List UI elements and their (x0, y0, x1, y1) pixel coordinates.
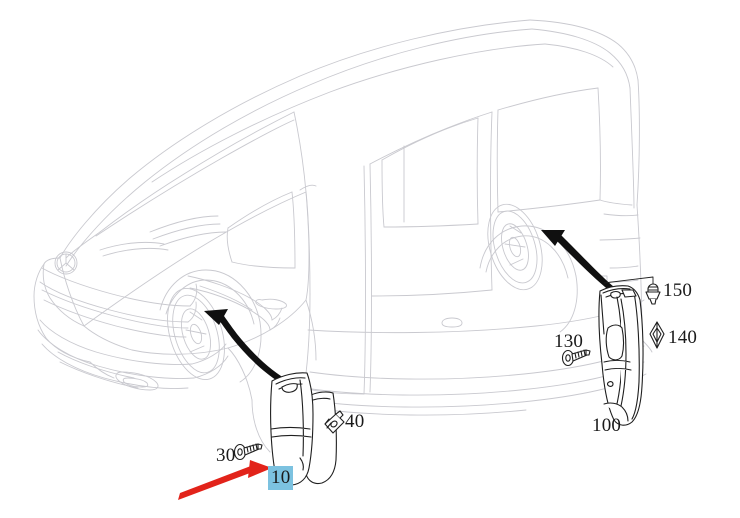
part-label-130: 130 (554, 331, 584, 352)
part-label-10[interactable]: 10 (268, 466, 294, 490)
part-130-screw (561, 349, 591, 367)
part-label-150: 150 (663, 280, 693, 301)
part-label-100: 100 (592, 415, 622, 436)
part-140-clip (649, 321, 665, 349)
mercedes-star-emblem (54, 251, 78, 275)
red-annotation-arrow (178, 460, 272, 500)
part-150-leader-line (603, 276, 654, 285)
part-label-140: 140 (668, 327, 698, 348)
part-100-rear-liner (598, 285, 644, 426)
part-150-expanding-nut (645, 283, 661, 305)
front-mudflap-main-panel (270, 372, 314, 486)
rear-wheel (487, 203, 543, 291)
sprinter-van-outline (33, 19, 653, 453)
part-label-40: 40 (345, 411, 365, 432)
rear-liner-leader-arrow (541, 230, 614, 292)
part-label-30: 30 (216, 445, 236, 466)
part-30-screw (233, 443, 263, 461)
part-40-clip (324, 410, 345, 434)
